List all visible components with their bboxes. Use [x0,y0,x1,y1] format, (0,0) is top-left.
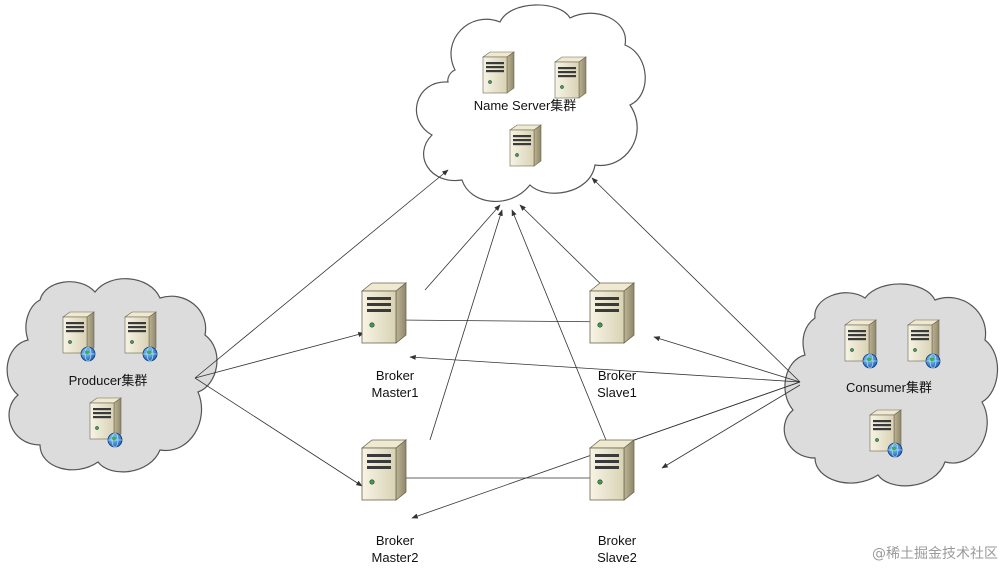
producer-cloud [6,278,218,473]
globe-icon [107,432,123,448]
broker-slave1-label: Broker Slave1 [597,368,637,400]
producer-to-master2-arrow [194,377,363,487]
broker-master2-label-line1: Broker [376,533,415,548]
broker-slave2-server-icon [589,439,635,501]
broker-slave1-label-line1: Broker [598,368,637,383]
server-icon [554,56,587,99]
consumer-to-slave2-lower-arrow [661,384,801,469]
producer-to-master1-arrow [194,332,365,379]
broker-slave1-label-line2: Slave1 [597,385,637,400]
master1-to-slave1-line [397,319,621,325]
consumer-to-master1-arrow [409,354,801,383]
consumer-to-nameserver-arrow [591,177,801,383]
producer-cluster-label: Producer集群 [69,373,148,388]
slave2-to-nameserver-arrow [511,209,609,446]
consumer-cloud [783,283,998,487]
globe-icon [925,353,941,369]
broker-master1-label-line2: Master1 [372,385,419,400]
master2-to-nameserver-arrow [429,209,503,441]
globe-icon [887,442,903,458]
broker-slave2-label-line1: Broker [598,533,637,548]
name-server-cluster-label: Name Server集群 [474,98,577,113]
broker-slave2-label-line2: Slave2 [597,550,637,565]
broker-master2-label-line2: Master2 [372,550,419,565]
broker-master2-label: Broker Master2 [372,533,419,565]
connections [194,169,801,519]
globe-icon [862,353,878,369]
name-server-cloud [415,4,646,202]
globe-icon [142,346,158,362]
consumer-cluster-label: Consumer集群 [846,380,932,395]
broker-slave2-label: Broker Slave2 [597,533,637,565]
broker-master1-label-line1: Broker [376,368,415,383]
slave1-to-nameserver-arrow [519,204,613,296]
broker-slave1-server-icon [589,282,635,344]
producer-to-nameserver-arrow [194,169,449,379]
watermark: @稀土掘金技术社区 [872,546,998,562]
broker-master2-server-icon [361,439,407,501]
globe-icon [80,346,96,362]
server-icon [509,124,542,167]
broker-master1-server-icon [361,282,407,344]
consumer-to-slave1-arrow [653,336,801,383]
consumer-to-slave2-arrow [619,381,801,446]
master1-to-nameserver-arrow [424,204,501,291]
server-icon [482,51,515,94]
broker-master1-label: Broker Master1 [372,368,419,400]
